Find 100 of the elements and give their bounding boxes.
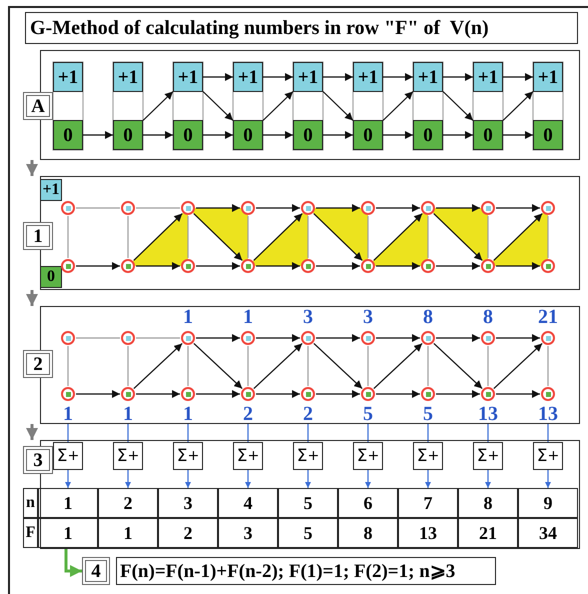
- arrow: [76, 262, 120, 270]
- title: G-Method of calculating numbers in row "F" of V(n): [25, 12, 578, 44]
- table-cell: 3: [218, 518, 278, 548]
- arrow: [203, 131, 233, 139]
- arrow: [136, 390, 180, 398]
- arrow: [383, 73, 413, 81]
- arrow: [496, 334, 540, 342]
- arrow: [316, 390, 360, 398]
- arrow: [436, 334, 480, 342]
- connector-line: [307, 424, 309, 442]
- value-label: 8: [482, 307, 494, 327]
- value-box: +1: [413, 62, 443, 92]
- arrow: [26, 424, 38, 440]
- value-box: 0: [53, 120, 83, 150]
- value-label: 21: [537, 307, 559, 327]
- step-marker: 3: [23, 446, 53, 474]
- arrow: [316, 204, 360, 212]
- table-cell: 9: [518, 488, 578, 518]
- arrow: [376, 390, 420, 398]
- table-cell: 1: [98, 518, 158, 548]
- arrow: [496, 204, 540, 212]
- connector-line: [67, 216, 69, 258]
- arrow: [125, 470, 131, 488]
- arrow: [263, 73, 293, 81]
- connector-line: [76, 207, 120, 209]
- arrow: [143, 131, 173, 139]
- value-box: +1: [233, 62, 263, 92]
- arrow: [376, 204, 420, 212]
- value-label: 1: [182, 404, 194, 424]
- arrow: [196, 390, 240, 398]
- value-box: 0: [353, 120, 383, 150]
- arrow: [305, 470, 311, 488]
- arrow: [436, 204, 480, 212]
- arrow: [136, 262, 180, 270]
- arrow: [142, 91, 174, 121]
- step-marker: 2: [23, 350, 53, 378]
- connector-line: [307, 216, 309, 258]
- table-cell: 5: [278, 488, 338, 518]
- value-label: 13: [477, 404, 499, 424]
- arrow: [433, 343, 483, 389]
- arrow: [443, 73, 473, 81]
- value-label: 5: [422, 404, 434, 424]
- arrow: [365, 470, 371, 488]
- value-label: 1: [122, 404, 134, 424]
- value-box: +1: [40, 179, 62, 201]
- arrow: [64, 549, 82, 577]
- arrow: [193, 343, 243, 389]
- connector-line: [67, 424, 69, 442]
- arrow: [65, 470, 71, 488]
- value-label: 3: [362, 307, 374, 327]
- arrow: [196, 334, 240, 342]
- table-cell: F: [23, 518, 38, 548]
- value-label: 1: [242, 307, 254, 327]
- value-label: 3: [302, 307, 314, 327]
- arrow: [436, 390, 480, 398]
- value-box: 0: [293, 120, 323, 150]
- connector-line: [547, 346, 549, 386]
- table-cell: 21: [458, 518, 518, 548]
- table-cell: 7: [398, 488, 458, 518]
- connector-line: [187, 216, 189, 258]
- arrow: [443, 131, 473, 139]
- step-marker: A: [23, 92, 53, 120]
- arrow: [26, 290, 38, 306]
- arrow: [203, 73, 233, 81]
- connector-line: [427, 424, 429, 442]
- value-box: +1: [53, 62, 83, 92]
- table-cell: 5: [278, 518, 338, 548]
- value-box: 0: [533, 120, 563, 150]
- formula-box: F(n)=F(n-1)+F(n-2); F(1)=1; F(2)=1; n⩾3: [116, 557, 496, 585]
- value-box: +1: [473, 62, 503, 92]
- connector-line: [547, 424, 549, 442]
- connector-line: [367, 346, 369, 386]
- arrow: [245, 470, 251, 488]
- arrow: [442, 91, 474, 121]
- arrow: [26, 160, 38, 176]
- value-label: 1: [182, 307, 194, 327]
- connector-line: [487, 424, 489, 442]
- arrow: [425, 470, 431, 488]
- arrow: [496, 262, 540, 270]
- arrow: [263, 131, 293, 139]
- value-box: 0: [413, 120, 443, 150]
- value-box: +1: [113, 62, 143, 92]
- arrow: [436, 262, 480, 270]
- value-label: 5: [362, 404, 374, 424]
- table-cell: n: [23, 488, 38, 518]
- value-label: 2: [242, 404, 254, 424]
- connector-line: [367, 216, 369, 258]
- arrow: [256, 262, 300, 270]
- arrow: [496, 390, 540, 398]
- step-marker: 4: [82, 557, 110, 585]
- connector-line: [367, 424, 369, 442]
- arrow: [382, 91, 414, 121]
- table-cell: 8: [338, 518, 398, 548]
- table-cell: 2: [98, 488, 158, 518]
- value-box: +1: [173, 62, 203, 92]
- arrow: [256, 390, 300, 398]
- arrow: [383, 131, 413, 139]
- table-cell: 3: [158, 488, 218, 518]
- connector-line: [187, 424, 189, 442]
- arrow: [503, 73, 533, 81]
